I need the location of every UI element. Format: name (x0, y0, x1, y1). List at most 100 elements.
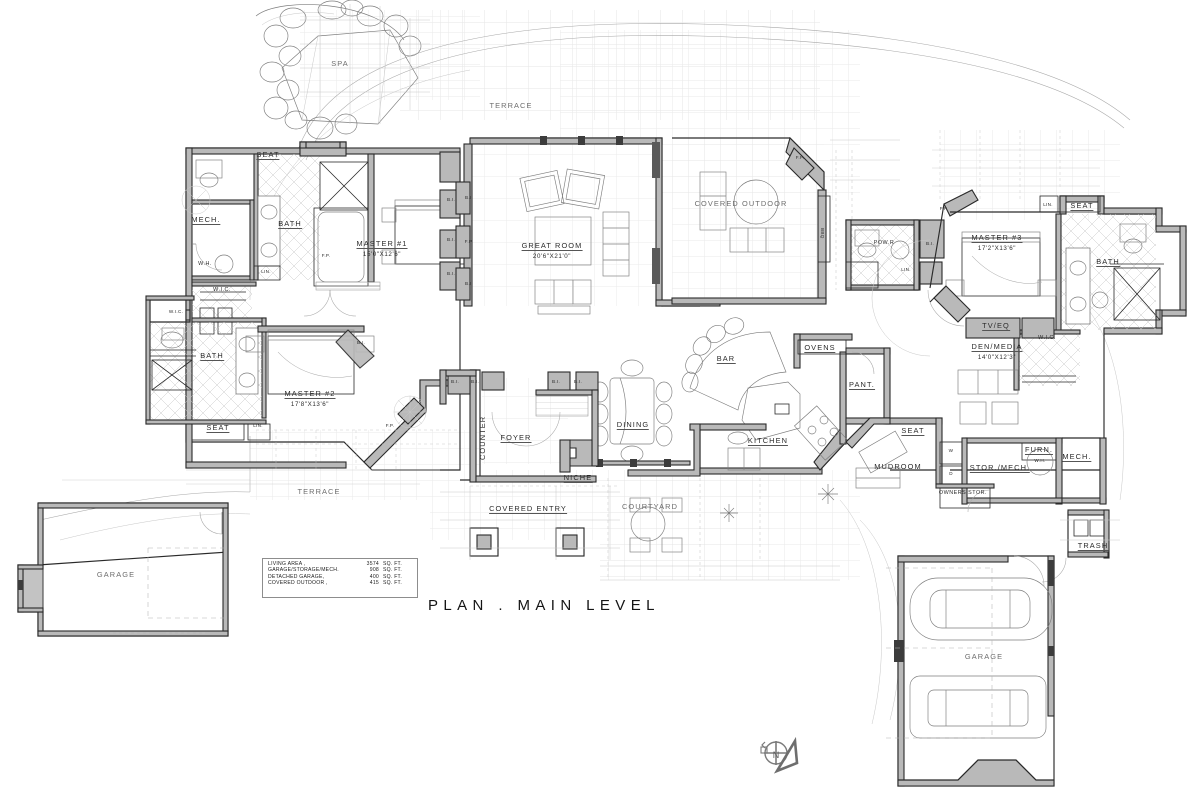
room-label-fireplace-entry: F.P. (939, 206, 949, 211)
room-label-terrace-top: TERRACE (489, 101, 533, 110)
area-schedule-label: LIVING AREA , (268, 561, 306, 567)
room-label-garage-detached: GARAGE (96, 570, 136, 579)
room-label-niche: NICHE (563, 473, 593, 483)
room-label-builtin-foyer-2: B.I. (470, 379, 480, 384)
room-label-powder: POW.R (873, 240, 895, 246)
area-schedule-unit: SQ. FT. (383, 567, 403, 574)
powder-room (845, 189, 979, 327)
room-dim-great-room: 20'6"X21'0" (532, 253, 572, 260)
room-label-spa: SPA (331, 59, 349, 68)
courtyard (600, 478, 840, 581)
room-label-furnace: FURN. (1024, 445, 1054, 455)
room-label-counter: COUNTER (478, 415, 487, 460)
room-label-wic-upper-left: W.I.C. (213, 287, 231, 293)
area-schedule-label: GARAGE/STORAGE/MECH. (268, 567, 339, 574)
utility-zone (720, 417, 1110, 583)
area-schedule-unit: SQ. FT. (383, 580, 403, 587)
room-label-bath-lower-left: BATH (200, 351, 224, 361)
area-schedule-value: 415 (369, 580, 379, 587)
room-label-mech-right: MECH. (1062, 452, 1092, 462)
room-label-storage-mech: STOR./MECH. (969, 463, 1031, 473)
room-label-lin-powder: LIN. (901, 267, 911, 272)
kitchen-zone (577, 317, 891, 477)
room-dim-master-2: 17'8"X13'6" (290, 401, 330, 408)
room-label-covered-entry: COVERED ENTRY (489, 504, 567, 514)
room-label-builtin-gr-1: B.I. (464, 195, 474, 200)
foyer-zone (439, 369, 620, 560)
room-label-dining: DINING (616, 420, 650, 430)
area-schedule-unit: SQ. FT. (383, 561, 403, 567)
room-label-seat-mudroom: SEAT (901, 426, 925, 436)
room-label-builtin-foyer-3: B.I. (551, 379, 561, 384)
room-label-lin-right: LIN. (1043, 202, 1053, 207)
room-label-water-heater-right: W.H. (1034, 458, 1046, 463)
north-arrow-label: N (773, 750, 780, 760)
detached-garage (17, 502, 229, 637)
covered-outdoor (671, 136, 900, 305)
room-label-dryer: D (949, 471, 953, 476)
room-label-garage-attached: GARAGE (964, 652, 1004, 661)
room-label-washer: W (948, 448, 954, 453)
left-wing (145, 141, 466, 471)
room-label-fireplace-master1: F.P. (321, 253, 331, 258)
room-label-mudroom: MUDROOM (874, 462, 922, 471)
area-schedule-label: COVERED OUTDOOR , (268, 580, 328, 587)
room-dim-den-media: 14'0"X12'3" (977, 354, 1017, 361)
room-label-lin-lower-left: LIN. (253, 423, 263, 428)
area-schedule-value: 400 (369, 573, 379, 580)
north-arrow-icon: N (760, 736, 799, 774)
room-label-tv-equipment: TV/EQ (982, 321, 1010, 331)
area-schedule-value: 908 (369, 567, 379, 574)
room-label-den-media: DEN/MEDIA (971, 342, 1023, 352)
room-label-seat-lower-left: SEAT (206, 423, 230, 433)
area-schedule-row: COVERED OUTDOOR , 415 SQ. FT. (268, 580, 413, 587)
room-label-trash: TRASH (1077, 541, 1109, 551)
page-title: PLAN . MAIN LEVEL (428, 597, 660, 614)
area-schedule-row: DETACHED GARAGE, 400 SQ. FT. (268, 573, 413, 581)
room-label-fireplace-master2: F.P. (385, 423, 395, 428)
area-schedule-row: GARAGE/STORAGE/MECH. 908 SQ. FT. (268, 568, 413, 574)
room-label-courtyard: COURTYARD (621, 502, 679, 511)
room-label-mech-left: MECH. (191, 215, 221, 225)
room-label-bar: BAR (716, 354, 736, 364)
room-label-bbq: BBQ (820, 228, 825, 239)
great-room-block (455, 136, 721, 315)
room-label-builtin-gr-3: B.I. (464, 281, 474, 286)
room-label-builtin-foyer-1: B.I. (450, 379, 460, 384)
room-label-builtin-b: B.I. (446, 237, 456, 242)
room-label-ovens: OVENS (804, 343, 836, 353)
room-label-builtin-foyer-4: B.I. (573, 379, 583, 384)
room-label-bath-upper-left: BATH (278, 219, 302, 229)
room-label-builtin-powder: B.I. (925, 241, 935, 246)
room-label-seat-right: SEAT (1070, 201, 1094, 211)
room-label-fireplace-outdoor: F.P. (795, 155, 805, 160)
room-label-seat-top-left: SEAT (256, 150, 280, 160)
room-label-pantry: PANT. (849, 380, 875, 390)
room-label-fireplace-great-room: F.P. (464, 239, 474, 244)
room-label-lin-upper-left: LIN. (261, 269, 271, 274)
room-label-master-3: MASTER #3 (971, 233, 1023, 243)
room-label-foyer: FOYER (500, 433, 532, 443)
room-label-wic-lower-left: W.I.C. (168, 309, 184, 314)
room-label-owners-storage: OWNERS STOR. (938, 490, 988, 496)
room-label-master-1: MASTER #1 (356, 239, 408, 249)
area-schedule-label: DETACHED GARAGE, (268, 573, 325, 580)
attached-garage (886, 519, 1120, 787)
room-label-builtin-master2: B.I. (356, 340, 366, 345)
room-label-master-2: MASTER #2 (284, 389, 336, 399)
room-dim-master-1: 15'0"X12'6" (362, 251, 402, 258)
room-label-builtin-c: B.I. (446, 271, 456, 276)
room-label-terrace-left: TERRACE (297, 487, 341, 496)
right-wing (871, 195, 1187, 471)
room-label-builtin-a: B.I. (446, 197, 456, 202)
room-label-water-heater-left: W.H. (198, 261, 212, 267)
room-label-kitchen: KITCHEN (747, 436, 789, 446)
room-label-covered-outdoor: COVERED OUTDOOR (694, 199, 788, 208)
room-label-great-room: GREAT ROOM (521, 241, 583, 251)
area-schedule-unit: SQ. FT. (383, 573, 403, 580)
room-label-bath-right: BATH (1096, 257, 1120, 267)
